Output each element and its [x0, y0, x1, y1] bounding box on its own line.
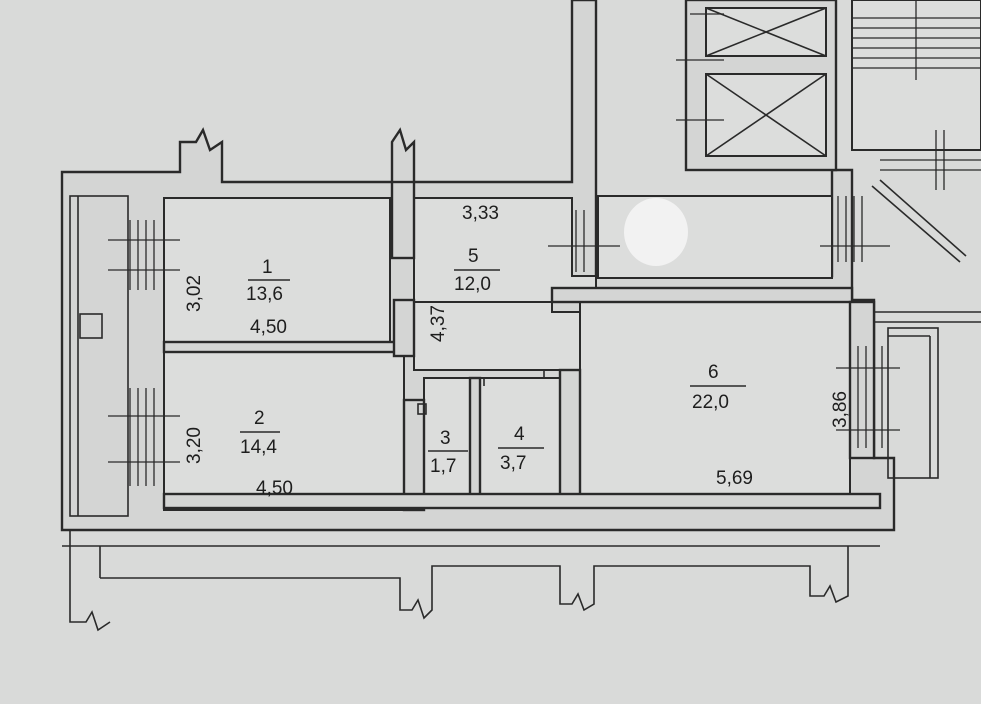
- partitions: [162, 180, 882, 512]
- blur-patch: [624, 198, 688, 266]
- dim-room2-height: 3,20: [184, 427, 205, 464]
- staircase: [851, 0, 981, 323]
- rooms-interior: [163, 195, 851, 511]
- room-5-area: 12,0: [454, 274, 491, 295]
- room-1-area: 13,6: [246, 284, 283, 305]
- dimension-labels: 3,02 4,50 3,20 4,50 3,33 4,37 5,69 3,86: [184, 203, 851, 499]
- room-6-area: 22,0: [692, 392, 729, 413]
- room-5-number: 5: [468, 246, 479, 267]
- left-loggia: [69, 195, 180, 517]
- room-1-number: 1: [262, 257, 273, 278]
- doors: [417, 369, 560, 415]
- room-6-number: 6: [708, 362, 719, 383]
- foundation: [62, 530, 880, 632]
- dim-room5-width: 3,33: [462, 203, 499, 224]
- room-5: [413, 197, 597, 303]
- dim-room1-height: 3,02: [184, 275, 205, 312]
- room-3-number: 3: [440, 428, 451, 449]
- room-4-area: 3,7: [500, 453, 526, 474]
- dim-room1-width: 4,50: [250, 317, 287, 338]
- right-balcony: [548, 196, 939, 479]
- room-3-area: 1,7: [430, 456, 456, 477]
- room-4-number: 4: [514, 424, 525, 445]
- dim-room5-height: 4,37: [428, 305, 449, 342]
- dim-room6-height: 3,86: [830, 391, 851, 428]
- elevator-block: [676, 0, 838, 172]
- room-2-number: 2: [254, 408, 265, 429]
- dim-room2-width: 4,50: [256, 478, 293, 499]
- room-labels: 1 13,6 2 14,4 3 1,7 4 3,7 5 12,0 6 22,0: [240, 246, 746, 477]
- dim-room6-width: 5,69: [716, 468, 753, 489]
- room-2-area: 14,4: [240, 437, 277, 458]
